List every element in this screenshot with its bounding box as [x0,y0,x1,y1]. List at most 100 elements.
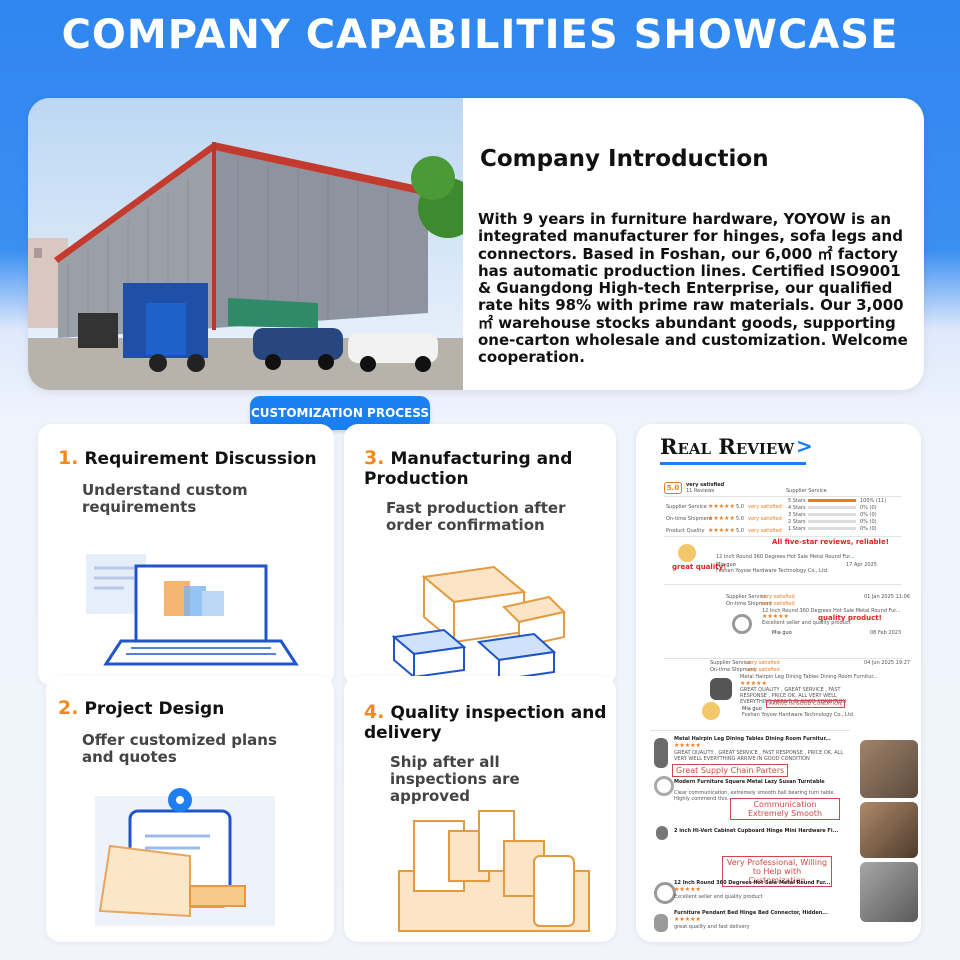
product-name: 12 Inch Round 360 Degrees Hot Sale Metal… [674,880,831,886]
rating-bar [808,499,856,502]
review-date: 17 Apr 2025 [846,562,877,568]
step-number: 1. [58,447,79,469]
rating-bar [808,527,856,530]
intro-text: With 9 years in furniture hardware, YOYO… [478,210,908,367]
review-date: 04 Jun 2025 19:27 [864,660,911,666]
step-title: 3.Manufacturing and Production [364,448,609,489]
metric-label: On-time Shipment [726,601,772,607]
step-description: Offer customized plans and quotes [82,731,277,766]
page-title: COMPANY CAPABILITIES SHOWCASE [61,12,899,58]
laptop-illustration [86,554,299,666]
step-card-quality: 4.Quality inspection and delivery Ship a… [344,676,616,942]
real-review-card: Real Review > 5.0 very satisfied 11 Revi… [636,424,921,942]
metric-label: Supplier Service [710,660,751,666]
rating-bar [808,513,856,516]
product-name: Modern Furniture Square Metal Lazy Susan… [674,779,825,785]
communication-callout: Communication Extremely Smooth [730,798,840,820]
metric-rating: very satisfied [748,516,782,522]
stars-label: 2 Stars [788,519,806,525]
review-arrow-icon[interactable]: > [796,434,813,458]
product-thumbnail [656,826,668,840]
step-title-text: Project Design [84,699,225,719]
supplier-service-header: Supplier Service [786,488,827,494]
review-underline [660,462,806,465]
boxes-illustration [391,565,566,682]
professional-callout: Very Professional, Willing to Help with … [722,856,832,887]
step-description: Fast production after order confirmation [386,499,566,534]
factory-photo [28,98,463,390]
star-rating-icon: ★★★★★ [762,613,789,620]
five-star-callout: All five-star reviews, reliable! [772,538,889,546]
step-card-design: 2.Project Design Offer customized plans … [46,676,334,942]
product-thumbnail [710,678,732,700]
product-name: Metal Hairpin Leg Dining Tables Dining R… [740,674,878,680]
intro-heading: Company Introduction [480,146,769,172]
delivery-illustration [398,810,590,932]
stars-label: 4 Stars [788,505,806,511]
step-card-requirement: 1.Requirement Discussion Understand cust… [38,424,334,686]
stars-pct: 0% (0) [860,526,877,532]
supply-chain-callout: Great Supply Chain Parters [672,764,789,777]
product-thumbnail [654,776,674,796]
reply-company: Foshan Yoyow Hardware Technology Co., Lt… [742,712,855,718]
star-rating-icon: ★★★★★ [708,503,735,510]
step-card-manufacturing: 3.Manufacturing and Production Fast prod… [344,424,616,686]
star-rating-icon: ★★★★★ [674,886,701,893]
design-illustration [95,788,275,926]
star-rating-icon: ★★★★★ [708,515,735,522]
product-thumbnail [654,914,668,932]
divider [664,496,902,497]
product-name: 2 inch Hi-Vert Cabinet Cupboard Hinge Mi… [674,828,839,834]
quality-product-callout: quality product! [818,614,882,622]
arrive-callout: ARRIVE IN GOOD CONDITION [766,700,845,708]
metric-rating: very satisfied [748,528,782,534]
step-description: Ship after all inspections are approved [390,753,520,805]
step-title-text: Manufacturing and Production [364,449,573,489]
product-name: 12 Inch Round 360 Degrees Hot Sale Metal… [762,608,901,614]
thumbs-up-icon [678,544,696,562]
metric-label: Product Quality [666,528,705,534]
reviews-count: 11 Reviews [686,488,715,494]
stars-pct: 0% (0) [860,512,877,518]
review-text: Excellent seller and quality product [674,894,763,900]
step-number: 4. [364,701,385,723]
metric-label: On-time Shipment [710,667,756,673]
step-title: 4.Quality inspection and delivery [364,702,609,743]
metric-value: 5.0 [736,528,744,534]
product-name: Furniture Pendant Bed Hinge Bed Connecto… [674,910,828,916]
stars-label: 5 Stars [788,498,806,504]
review-text: Excellent seller and quality product [762,620,851,626]
stars-pct: 100% (11) [860,498,887,504]
star-rating-icon: ★★★★★ [740,680,767,687]
divider [650,730,850,731]
metric-rating: very satisfied [761,601,795,607]
review-text: great quality and fast delivery [674,924,750,930]
review-photo [860,862,918,922]
review-date: 08 Feb 2023 [870,630,902,636]
review-photo [860,740,918,798]
review-score: 5.0 [664,482,682,494]
metric-rating: very satisfied [746,660,780,666]
metric-value: 5.0 [736,516,744,522]
step-title: 1.Requirement Discussion [58,448,328,469]
reply-name: Mia guo [716,562,736,568]
divider [664,536,902,537]
stars-label: 1 Stars [788,526,806,532]
rating-bar [808,520,856,523]
product-thumbnail [732,614,752,634]
step-title-text: Requirement Discussion [84,449,317,469]
stars-pct: 0% (0) [860,519,877,525]
star-rating-icon: ★★★★★ [708,527,735,534]
great-quality-callout: great quality！ [672,563,731,571]
step-number: 3. [364,447,385,469]
reply-name: Mia guo [772,630,792,636]
metric-label: Supplier Service [666,504,707,510]
review-text: GREAT QUALITY , GREAT SERVICE , FAST RES… [740,687,847,705]
review-photo [860,802,918,858]
metric-rating: very satisfied [748,504,782,510]
metric-rating: very satisfied [746,667,780,673]
stars-pct: 0% (0) [860,505,877,511]
thumbs-up-icon [702,702,720,720]
review-date: 01 Jan 2025 11:06 [864,594,910,600]
metric-label: On-time Shipment [666,516,712,522]
